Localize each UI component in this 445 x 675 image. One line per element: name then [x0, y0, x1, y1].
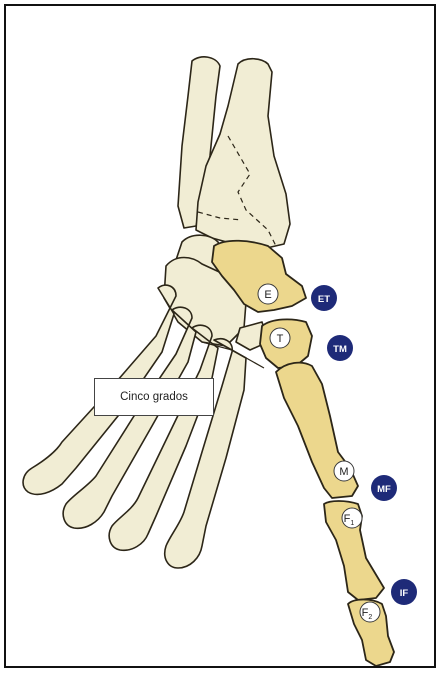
diagram-frame: E T M F1 F2 ET TM MF IF Cinco grados [4, 4, 436, 668]
badge-MF: MF [377, 484, 391, 495]
label-M: M [339, 466, 348, 478]
badge-ET: ET [318, 294, 330, 305]
label-E: E [264, 289, 271, 301]
badge-TM: TM [333, 344, 347, 355]
annotation-box: Cinco grados [94, 378, 214, 416]
badge-IF: IF [400, 588, 409, 599]
label-T: T [277, 333, 284, 345]
foot-diagram: E T M F1 F2 ET TM MF IF [6, 6, 436, 668]
